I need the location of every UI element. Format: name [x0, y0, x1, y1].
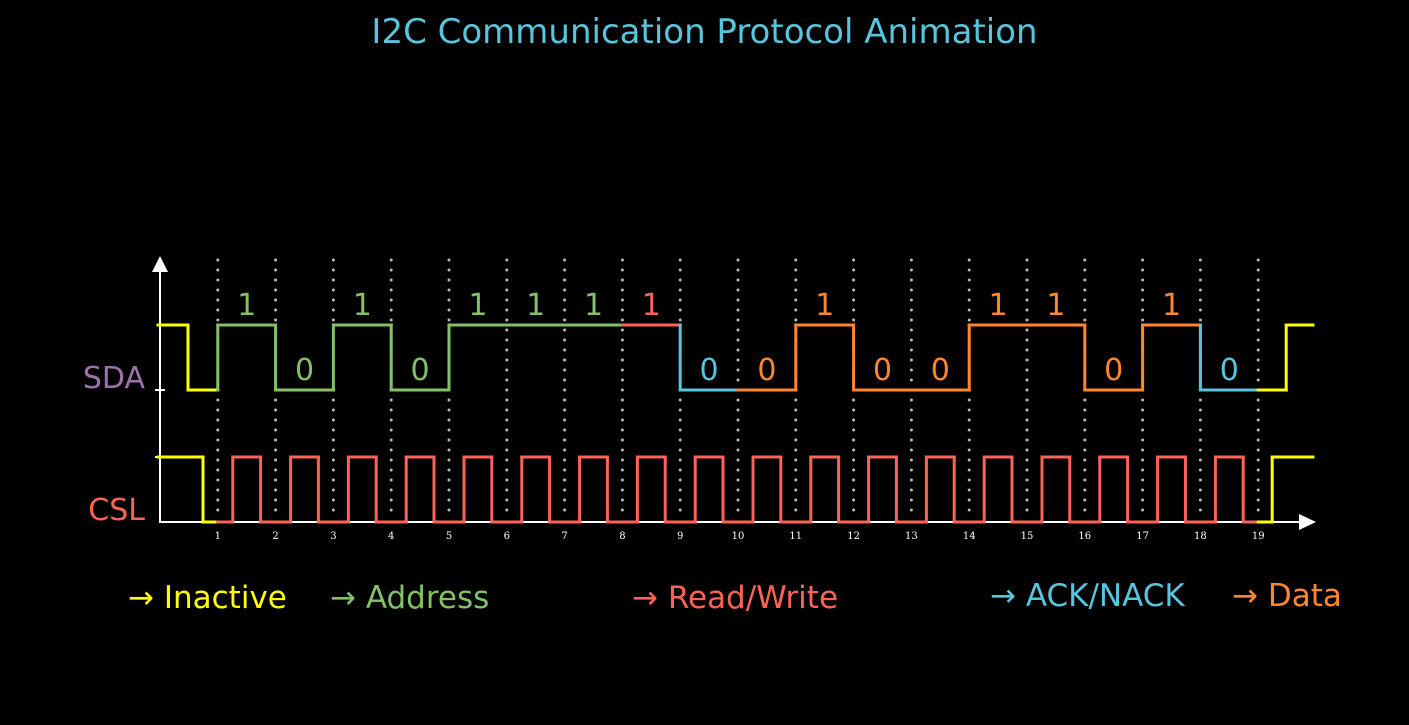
legend-label: Address [365, 580, 490, 616]
legend-arrow-icon: → [1232, 578, 1268, 614]
tick-label: 12 [847, 531, 860, 542]
tick-label: 19 [1252, 531, 1265, 542]
bit-label: 0 [931, 353, 950, 388]
csl-label: CSL [88, 493, 145, 528]
legend-label: ACK/NACK [1025, 578, 1185, 614]
tick-label: 17 [1136, 531, 1149, 542]
tick-label: 5 [446, 531, 452, 542]
tick-label: 10 [732, 531, 745, 542]
y-axis-arrowhead [152, 256, 168, 272]
tick-label: 15 [1021, 531, 1034, 542]
bit-label: 0 [295, 353, 314, 388]
bit-label: 1 [642, 288, 661, 323]
tick-label: 11 [789, 531, 802, 542]
bit-label: 0 [873, 353, 892, 388]
bit-label: 0 [411, 353, 430, 388]
bit-label: 0 [757, 353, 776, 388]
bit-label: 1 [1046, 288, 1065, 323]
bit-label: 1 [989, 288, 1008, 323]
x-axis-arrowhead [1299, 514, 1316, 530]
legend-arrow-icon: → [330, 580, 366, 616]
tick-label: 6 [504, 531, 510, 542]
legend-label: Inactive [163, 580, 287, 616]
legend-item-address: → Address [330, 580, 489, 616]
tick-label: 3 [330, 531, 336, 542]
sda-waveform [156, 323, 1315, 392]
bit-label: 1 [815, 288, 834, 323]
legend-label: Read/Write [667, 580, 839, 616]
legend-item-ack-nack: → ACK/NACK [990, 578, 1185, 614]
tick-label: 7 [561, 531, 567, 542]
bit-label: 1 [1162, 288, 1181, 323]
tick-label: 4 [388, 531, 394, 542]
bit-label: 1 [584, 288, 603, 323]
bit-label: 1 [353, 288, 372, 323]
legend-arrow-icon: → [128, 580, 164, 616]
tick-label: 14 [963, 531, 976, 542]
bit-label: 1 [237, 288, 256, 323]
tick-label: 18 [1194, 531, 1207, 542]
bit-label: 0 [700, 353, 719, 388]
bit-label: 0 [1220, 353, 1239, 388]
bit-label: 1 [468, 288, 487, 323]
legend-label: Data [1267, 578, 1342, 614]
tick-label: 16 [1078, 531, 1091, 542]
tick-label: 2 [272, 531, 278, 542]
csl-waveform [156, 455, 1315, 524]
tick-label: 1 [215, 531, 221, 542]
axes [152, 256, 1316, 530]
page-title: I2C Communication Protocol Animation [371, 12, 1038, 52]
bit-label: 0 [1104, 353, 1123, 388]
bit-label: 1 [526, 288, 545, 323]
tick-label: 8 [619, 531, 625, 542]
sda-label: SDA [83, 361, 146, 396]
legend-arrow-icon: → [990, 578, 1026, 614]
tick-label: 13 [905, 531, 918, 542]
legend-item-inactive: → Inactive [128, 580, 287, 616]
legend-item-read-write: → Read/Write [632, 580, 838, 616]
legend-item-data: → Data [1232, 578, 1342, 614]
tick-label: 9 [677, 531, 683, 542]
legend-arrow-icon: → [632, 580, 668, 616]
